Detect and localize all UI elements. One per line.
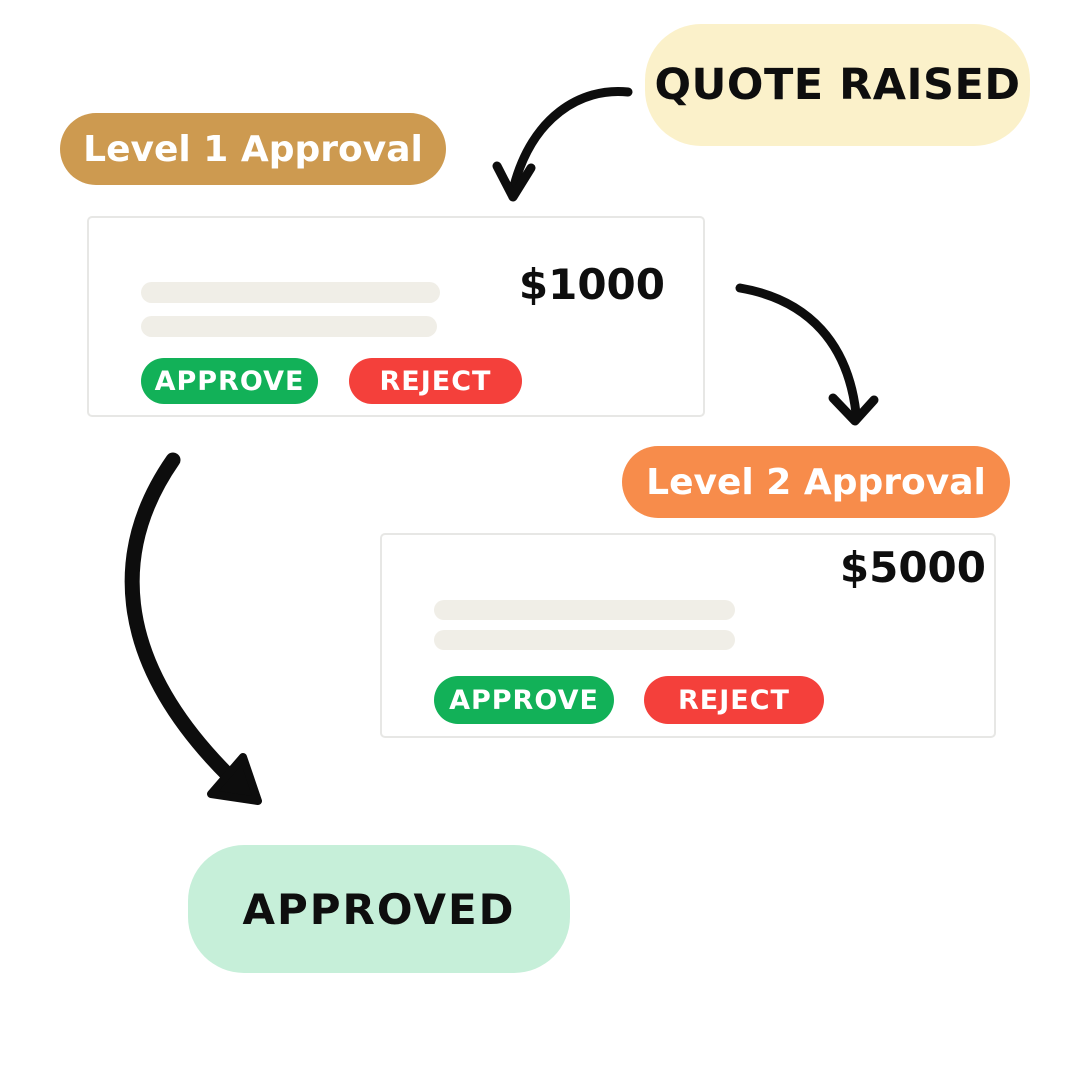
approve-button[interactable]: APPROVE <box>434 676 614 724</box>
quote-raised-badge: QUOTE RAISED <box>645 24 1030 146</box>
placeholder-line <box>434 600 735 620</box>
level-1-quote-card: $1000 APPROVE REJECT <box>87 216 705 417</box>
placeholder-line <box>434 630 735 650</box>
placeholder-line <box>141 282 440 303</box>
quote-amount: $1000 <box>518 260 665 309</box>
approved-badge: APPROVED <box>188 845 570 973</box>
curved-arrow-quote-to-card1-icon <box>492 86 633 202</box>
placeholder-line <box>141 316 437 337</box>
curved-arrow-card1-to-level2-icon <box>735 283 879 426</box>
level-1-approval-badge: Level 1 Approval <box>60 113 446 185</box>
level-2-quote-card: $5000 APPROVE REJECT <box>380 533 996 738</box>
approve-button[interactable]: APPROVE <box>141 358 318 404</box>
reject-button[interactable]: REJECT <box>349 358 522 404</box>
reject-button[interactable]: REJECT <box>644 676 824 724</box>
curved-arrow-card1-to-approved-icon <box>124 452 262 805</box>
quote-amount: $5000 <box>839 543 986 592</box>
level-2-approval-badge: Level 2 Approval <box>622 446 1010 518</box>
